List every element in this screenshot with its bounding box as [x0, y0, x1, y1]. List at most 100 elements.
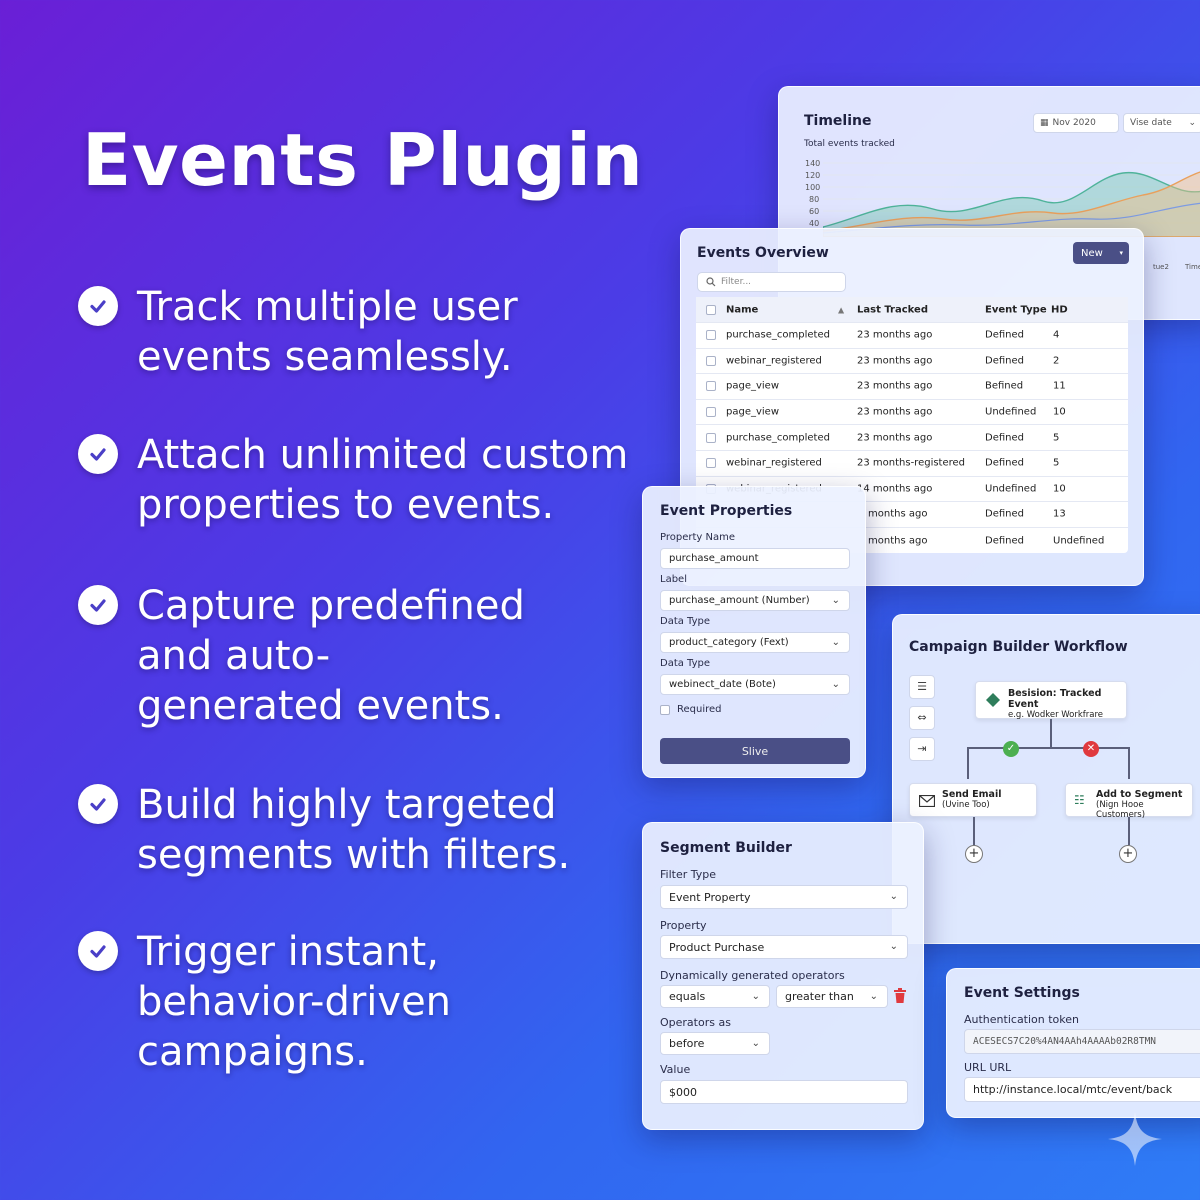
event-hd: 4: [1053, 329, 1060, 341]
date-picker[interactable]: ▦ Nov 2020: [1033, 113, 1119, 133]
code-tool-icon[interactable]: ⇔: [909, 706, 935, 730]
chevron-down-icon: ⌄: [889, 940, 898, 952]
event-name: webinar_registered: [726, 355, 822, 367]
column-name[interactable]: Name: [726, 304, 759, 315]
view-select[interactable]: Vise date ⌄: [1123, 113, 1200, 133]
filter-input[interactable]: Filter...: [697, 272, 846, 292]
operators-as-select[interactable]: before ⌄: [660, 1032, 770, 1055]
table-row[interactable]: months ago Defined Undefined: [696, 528, 1128, 554]
event-settings-title: Event Settings: [964, 985, 1080, 1001]
feature-item: Track multiple user events seamlessly.: [78, 282, 637, 382]
sort-icon[interactable]: ▲: [838, 305, 845, 314]
row-checkbox[interactable]: [706, 381, 716, 392]
add-to-segment-title: Add to Segment: [1096, 789, 1183, 800]
area-series-orange: [823, 171, 1200, 237]
connector: [1128, 747, 1130, 779]
data-type-label: Data Type: [660, 616, 711, 627]
area-series-green: [823, 171, 1200, 237]
event-name: webinar_registered: [726, 457, 822, 469]
chevron-down-icon: ⌄: [831, 594, 840, 606]
area-series-blue: [823, 202, 1200, 234]
send-email-node[interactable]: Send Email (Uvine Too): [909, 783, 1037, 817]
url-value: http://instance.local/mtc/event/back: [973, 1083, 1173, 1096]
list-tool-icon[interactable]: ☰: [909, 675, 935, 699]
chevron-down-icon: ⌄: [751, 990, 760, 1002]
check-icon: [78, 585, 118, 625]
segment-builder-title: Segment Builder: [660, 840, 792, 856]
last-tracked: 23 months ago: [857, 432, 933, 444]
label-select[interactable]: purchase_amount (Number) ⌄: [660, 590, 850, 611]
row-checkbox[interactable]: [706, 407, 716, 418]
required-checkbox[interactable]: [660, 705, 670, 715]
table-row[interactable]: webinar_registered 23 months ago Defined…: [696, 349, 1128, 375]
chevron-down-icon: ⌄: [751, 1037, 760, 1049]
event-name: purchase_completed: [726, 329, 830, 341]
column-event-type[interactable]: Event Type: [985, 304, 1047, 315]
row-checkbox[interactable]: [706, 330, 716, 341]
row-checkbox[interactable]: [706, 355, 716, 366]
event-name: page_view: [726, 406, 780, 418]
save-button[interactable]: Slive: [660, 738, 850, 764]
save-button-label: Slive: [741, 744, 769, 758]
row-checkbox[interactable]: [706, 432, 716, 443]
y-tick: 60: [809, 207, 820, 216]
last-tracked: 23 months-registered: [857, 457, 966, 469]
y-tick: 40: [809, 219, 820, 228]
chevron-down-icon: ▾: [1119, 249, 1123, 257]
event-settings-card: Event Settings Authentication token ACES…: [946, 968, 1200, 1118]
filter-type-select[interactable]: Event Property ⌄: [660, 885, 908, 909]
comparison-select[interactable]: greater than ⌄: [776, 985, 888, 1008]
property-select[interactable]: Product Purchase ⌄: [660, 935, 908, 959]
table-row[interactable]: purchase_completed 23 months ago Defined…: [696, 323, 1128, 349]
check-icon: [78, 434, 118, 474]
timeline-chart: [823, 162, 1200, 237]
connector: [1050, 719, 1052, 747]
campaign-builder-title: Campaign Builder Workflow: [909, 639, 1128, 655]
trash-icon[interactable]: [894, 988, 906, 1003]
last-tracked: months ago: [868, 508, 928, 520]
trigger-title: Besision: Tracked Event: [1008, 688, 1102, 710]
add-step-button[interactable]: +: [1119, 845, 1137, 863]
search-icon: [706, 277, 716, 287]
row-checkbox[interactable]: [706, 458, 716, 469]
event-hd: 10: [1053, 483, 1066, 495]
check-icon: [78, 931, 118, 971]
y-tick: 140: [805, 159, 821, 168]
events-overview-title: Events Overview: [697, 245, 829, 261]
event-hd: 2: [1053, 355, 1060, 367]
event-hd: 5: [1053, 457, 1060, 469]
select-all-checkbox[interactable]: [706, 304, 716, 315]
column-hd[interactable]: HD: [1051, 304, 1068, 315]
trigger-node[interactable]: Besision: Tracked Event e.g. Wodker Work…: [975, 681, 1127, 720]
add-step-button[interactable]: +: [965, 845, 983, 863]
property-name-value: purchase_amount: [669, 553, 759, 564]
table-row[interactable]: months ago Defined 13: [696, 502, 1128, 528]
event-type: Undefined: [985, 406, 1037, 418]
check-icon: [78, 784, 118, 824]
segment-builder-card: Segment Builder Filter Type Event Proper…: [642, 822, 924, 1130]
value-input[interactable]: $000: [660, 1080, 908, 1104]
table-row[interactable]: page_view 23 months ago Undefined 10: [696, 400, 1128, 426]
token-input[interactable]: ACESECS7C20%4AN4AAh4AAAAb02R8TMN: [964, 1029, 1200, 1054]
table-row[interactable]: page_view 23 months ago Befined 11: [696, 374, 1128, 400]
event-hd: 13: [1053, 508, 1066, 520]
property-name-input[interactable]: purchase_amount: [660, 548, 850, 569]
data-type2-select[interactable]: webinect_date (Bote) ⌄: [660, 674, 850, 695]
url-input[interactable]: http://instance.local/mtc/event/back: [964, 1077, 1200, 1102]
new-button[interactable]: New ▾: [1073, 242, 1129, 264]
table-row[interactable]: purchase_completed 23 months ago Defined…: [696, 425, 1128, 451]
token-value: ACESECS7C20%4AN4AAh4AAAAb02R8TMN: [973, 1036, 1157, 1047]
exit-tool-icon[interactable]: ⇥: [909, 737, 935, 761]
add-to-segment-node[interactable]: ☷ Add to Segment (Nign Hooe Customers): [1065, 783, 1193, 820]
table-row[interactable]: webinar_registered 23 months-registered …: [696, 451, 1128, 477]
data-type-select[interactable]: product_category (Fext) ⌄: [660, 632, 850, 653]
event-hd: Undefined: [1053, 535, 1105, 547]
chevron-down-icon: ⌄: [831, 678, 840, 690]
data-type-value: product_category (Fext): [669, 637, 789, 648]
data-type2-label: Data Type: [660, 658, 711, 669]
operator-select[interactable]: equals ⌄: [660, 985, 770, 1008]
column-last-tracked[interactable]: Last Tracked: [857, 304, 928, 315]
property-value: Product Purchase: [669, 940, 765, 954]
property-label: Property: [660, 919, 707, 932]
calendar-icon: ▦: [1040, 118, 1049, 128]
